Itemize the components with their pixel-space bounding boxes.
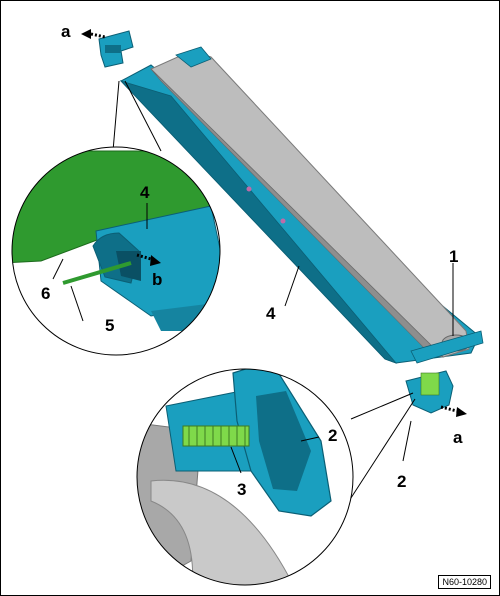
top-clip-part (98, 30, 134, 68)
callout-4-rail: 4 (266, 304, 276, 323)
callout-3: 3 (237, 480, 247, 499)
detail-circle-clip (11, 146, 221, 356)
callout-a-bottom: a (453, 428, 463, 447)
reference-code: N60-10280 (438, 575, 491, 589)
bottom-clip-part (405, 370, 454, 414)
arrow-b (136, 253, 161, 266)
spring (182, 425, 250, 447)
arrow-a-bottom (440, 405, 467, 417)
callout-2-detail: 2 (328, 426, 338, 445)
arrow-a-top (81, 29, 106, 39)
callout-6: 6 (41, 284, 51, 303)
callout-5: 5 (105, 316, 115, 335)
callout-a-top: a (61, 22, 71, 41)
callout-2-part: 2 (397, 472, 407, 491)
callout-4-detail: 4 (140, 183, 150, 202)
callout-1: 1 (449, 247, 459, 266)
detail-circle-spring (136, 368, 354, 586)
sunblind-assembly (119, 46, 484, 364)
callout-b: b (152, 270, 163, 289)
